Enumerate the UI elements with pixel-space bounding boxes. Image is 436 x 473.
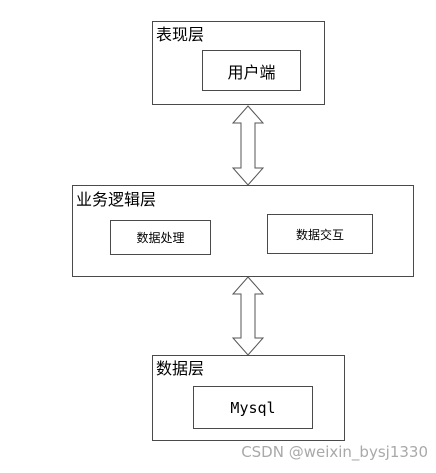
business-logic-layer-box: 业务逻辑层 数据处理 数据交互: [72, 185, 414, 277]
business-data-double-arrow: [231, 276, 265, 356]
data-interaction-box: 数据交互: [267, 214, 373, 254]
presentation-business-double-arrow: [231, 105, 265, 186]
mysql-box: Mysql: [193, 386, 313, 429]
data-layer-box: 数据层 Mysql: [152, 355, 345, 441]
data-interaction-label: 数据交互: [295, 227, 344, 242]
user-client-label: 用户端: [227, 62, 276, 82]
data-processing-box: 数据处理: [110, 220, 211, 255]
presentation-layer-title: 表现层: [156, 25, 205, 44]
data-processing-label: 数据处理: [136, 231, 185, 245]
csdn-watermark: CSDN @weixin_bysj1330: [241, 443, 428, 461]
mysql-label: Mysql: [230, 398, 276, 417]
data-layer-title: 数据层: [156, 359, 205, 378]
business-logic-layer-title: 业务逻辑层: [76, 190, 157, 209]
presentation-layer-box: 表现层 用户端: [152, 21, 325, 105]
user-client-box: 用户端: [202, 50, 301, 91]
